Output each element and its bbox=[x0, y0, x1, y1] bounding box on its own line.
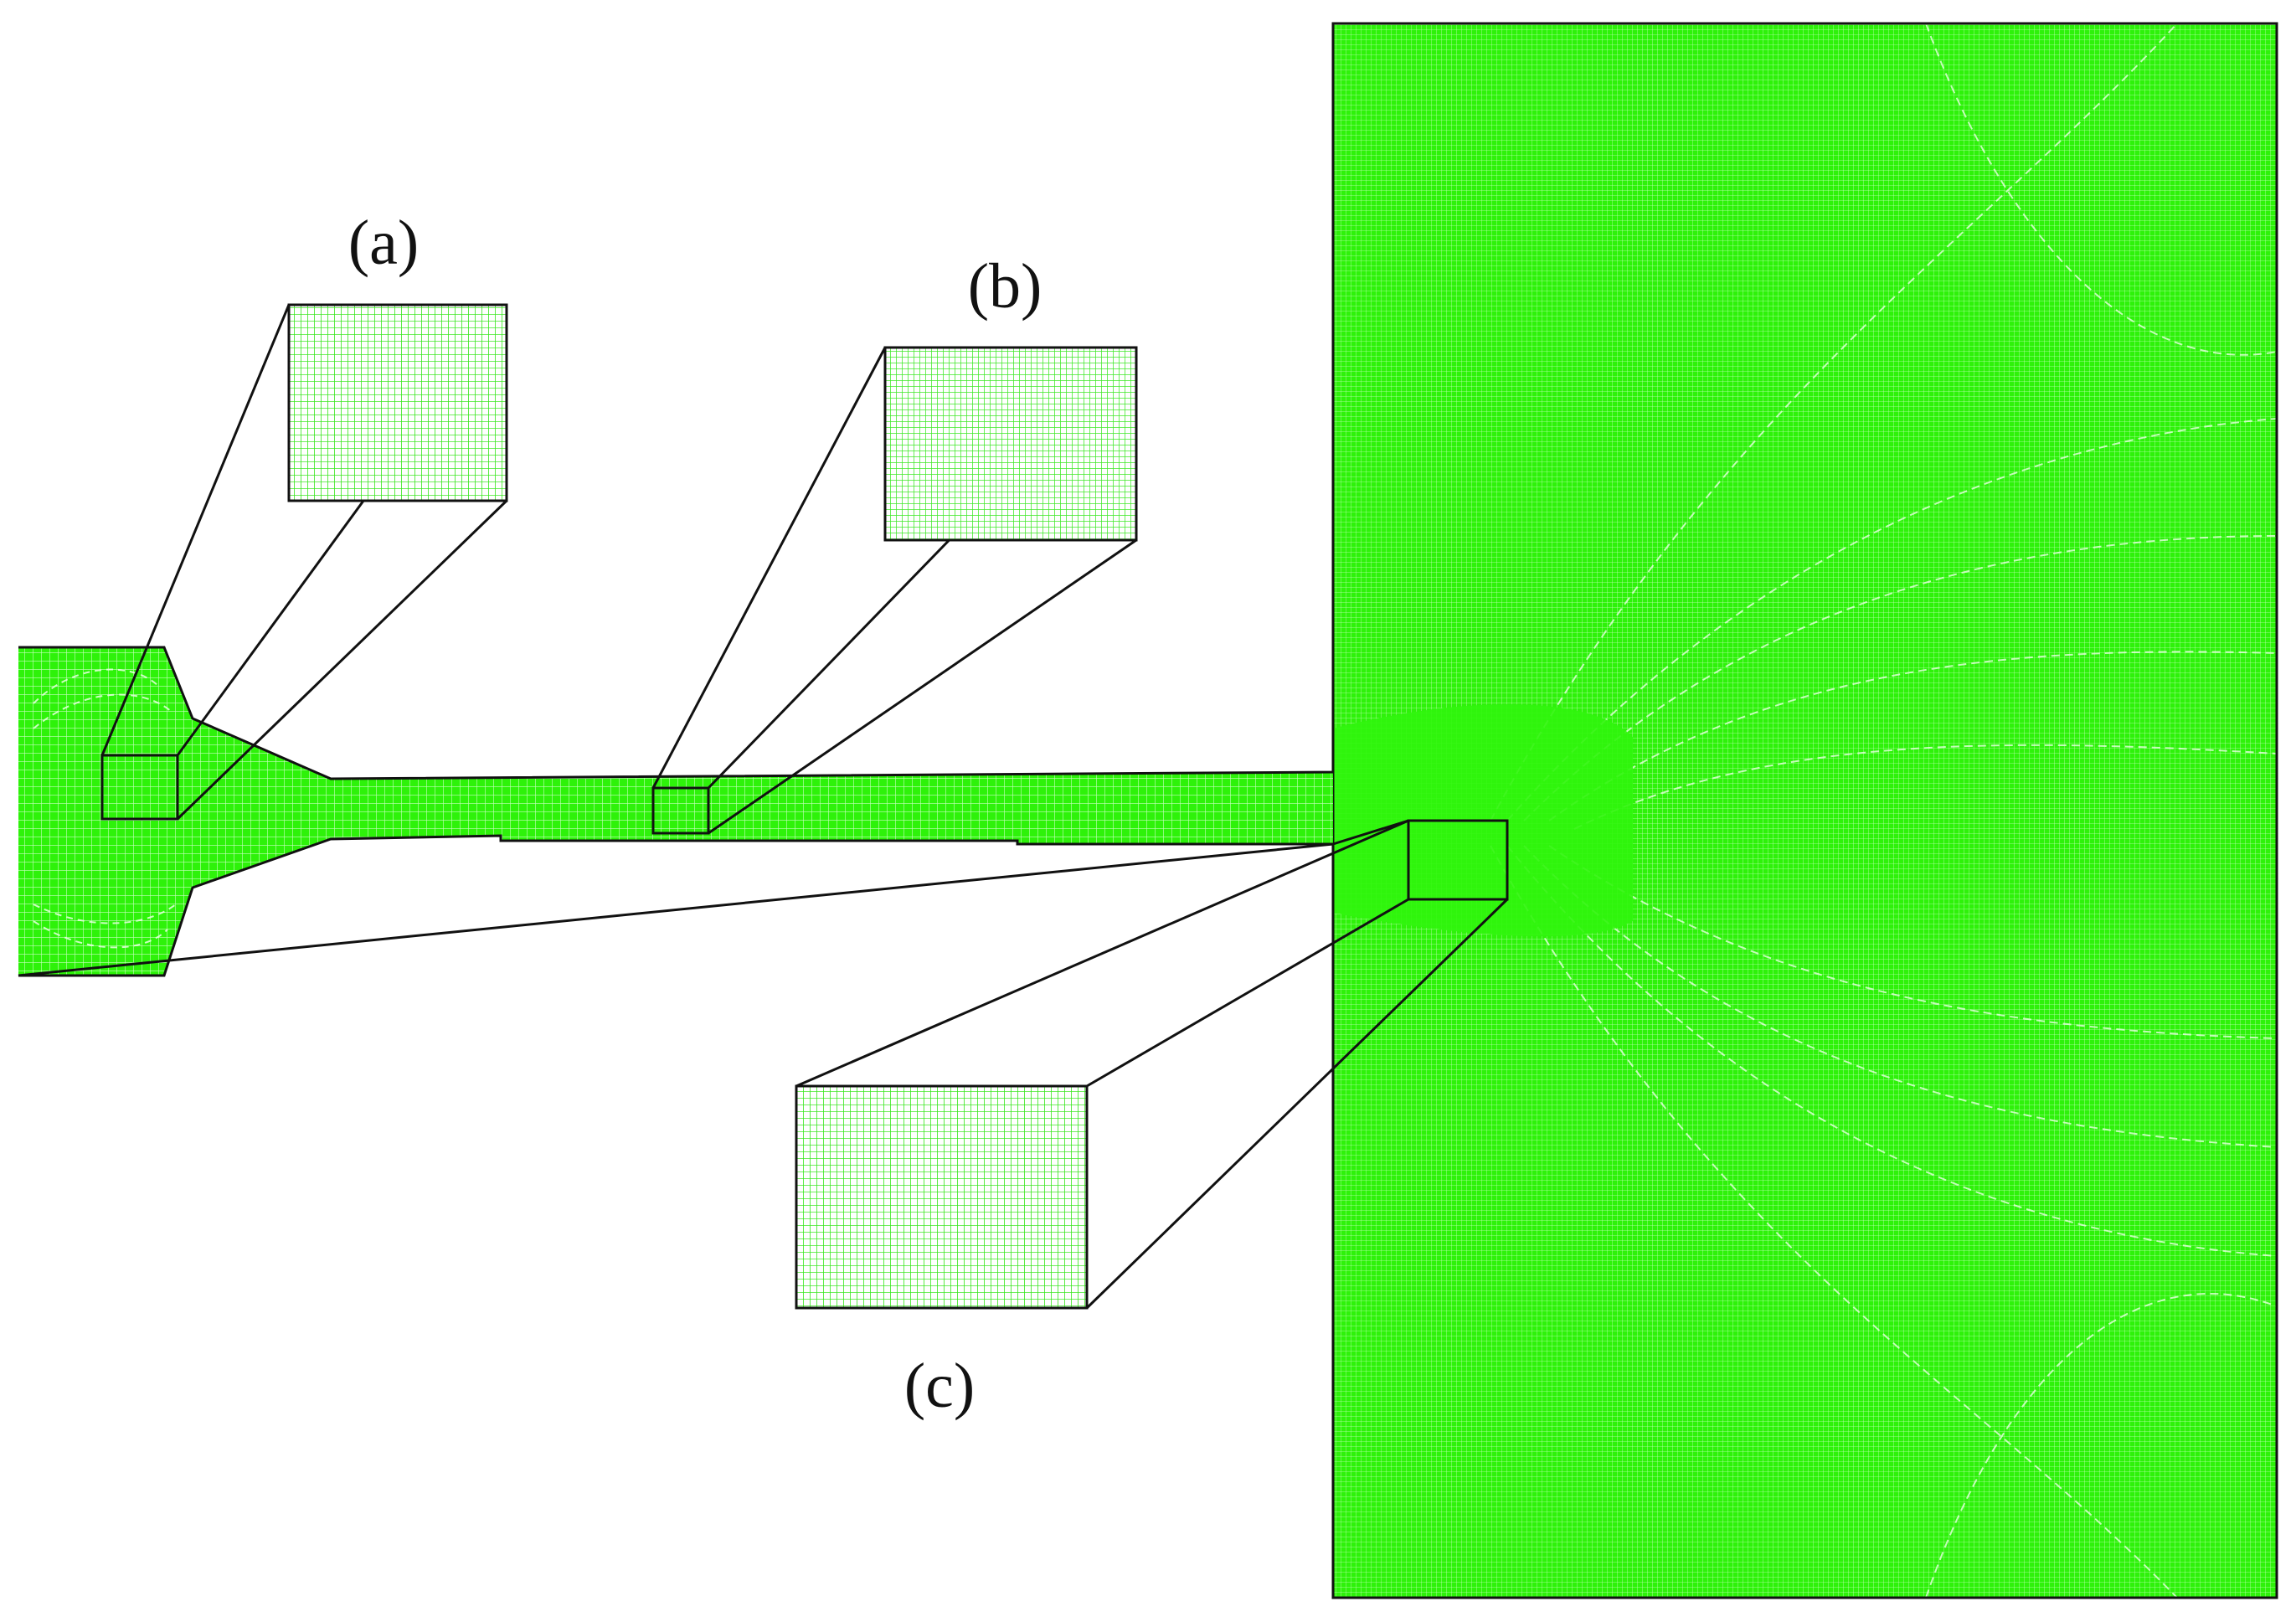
outlet-domain bbox=[1331, 22, 2278, 1599]
callout-a-zoom-box bbox=[287, 303, 508, 502]
callout-b-label: (b) bbox=[968, 251, 1042, 322]
callout-a-label: (a) bbox=[348, 208, 419, 278]
callout-c: (c) bbox=[795, 819, 1509, 1421]
callout-a: (a) bbox=[100, 208, 508, 821]
callout-a-source-box bbox=[100, 754, 179, 821]
callout-b-zoom-box bbox=[883, 346, 1138, 542]
callout-b: (b) bbox=[651, 251, 1138, 835]
callout-c-source-box bbox=[1407, 819, 1509, 901]
callout-c-label: (c) bbox=[904, 1351, 975, 1421]
callout-b-source-box bbox=[651, 786, 710, 835]
callout-c-zoom-box bbox=[795, 1084, 1089, 1310]
inlet-channel bbox=[18, 23, 1335, 1598]
